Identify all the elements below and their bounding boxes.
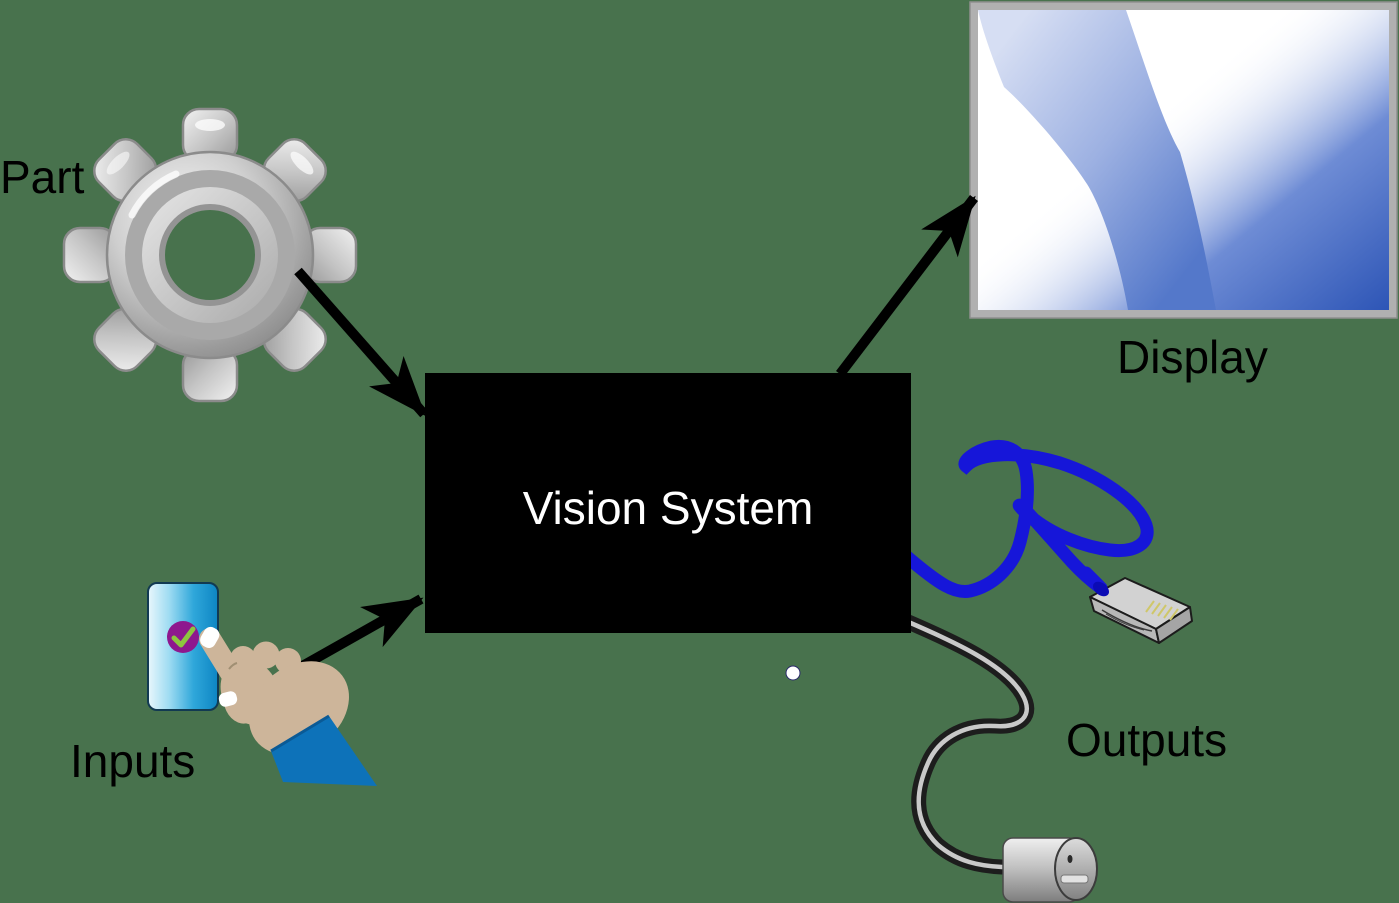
white-dot [785,665,801,681]
touchscreen-device [147,582,219,711]
arrow-vision-to-display [836,194,978,378]
vision-system-label: Vision System [522,482,814,534]
thumbnail [218,691,238,707]
outputs-label: Outputs [1066,714,1228,766]
monitor-icon [969,1,1398,319]
touch-hand-icon [147,582,377,786]
part-label: Part [0,151,85,203]
arrow-part-to-vision [294,267,428,418]
sleeve [270,714,377,786]
arrow-inputs-to-vision [287,594,424,678]
blue-output-cable [899,439,1154,599]
monitor-screen-wallpaper [978,10,1389,310]
pointing-hand [199,626,349,755]
motor-icon [1002,837,1098,903]
inputs-label: Inputs [70,735,196,787]
gear-icon [62,107,358,403]
index-fingernail [200,626,220,648]
display-label: Display [1117,331,1268,383]
check-mark-icon [171,626,196,648]
vision-system-box [425,373,911,633]
ethernet-connector-icon [1079,566,1193,644]
gray-output-cable [898,613,1035,875]
